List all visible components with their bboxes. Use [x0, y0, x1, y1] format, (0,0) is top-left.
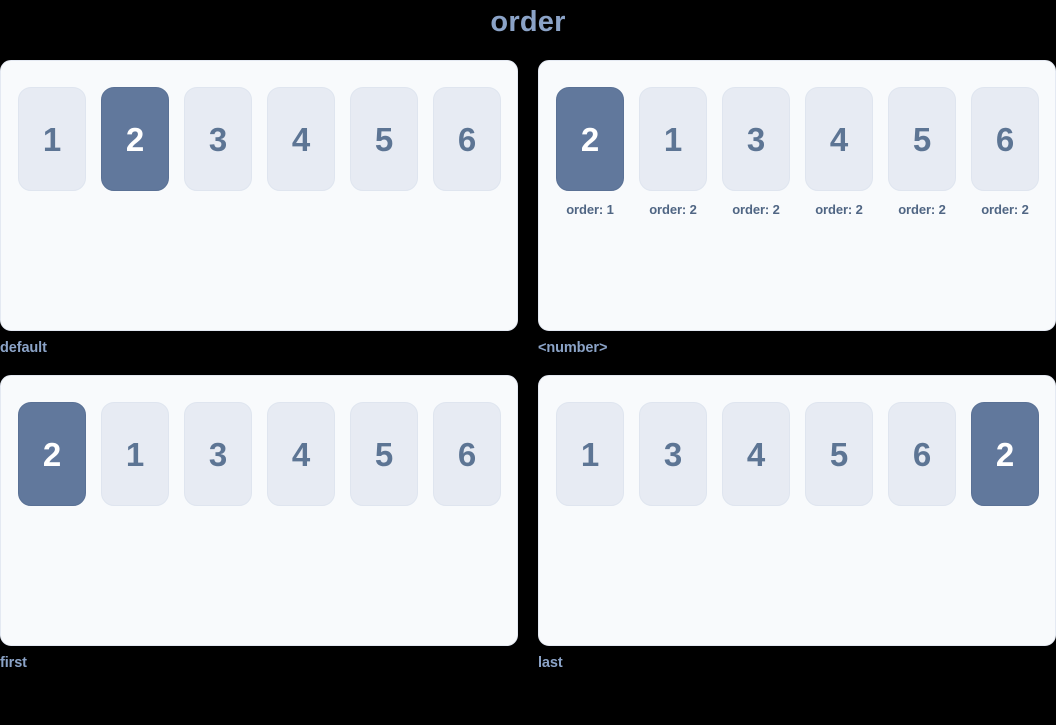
list-item: 3 order: 2	[722, 87, 790, 217]
flex-item-box[interactable]: 3	[184, 87, 252, 191]
item-order-caption: order: 1	[566, 202, 614, 217]
flex-item-box[interactable]: 1	[101, 402, 169, 506]
flex-items-row: 1 3 4 5 6 2	[539, 402, 1055, 506]
flex-item-box[interactable]: 3	[722, 87, 790, 191]
flex-item-box[interactable]: 6	[433, 87, 501, 191]
list-item: 5	[805, 402, 873, 506]
list-item: 3	[184, 402, 252, 506]
flex-item-box[interactable]: 4	[267, 402, 335, 506]
list-item: 6 order: 2	[971, 87, 1039, 217]
flex-items-row: 1 2 3 4 5 6	[1, 87, 517, 191]
flex-item-box[interactable]: 5	[805, 402, 873, 506]
list-item: 5 order: 2	[888, 87, 956, 217]
flex-item-box[interactable]: 6	[971, 87, 1039, 191]
demo-cell-number: 2 order: 1 1 order: 2 3 order: 2 4 order…	[538, 60, 1056, 357]
list-item: 4	[267, 402, 335, 506]
item-order-caption: order: 2	[898, 202, 946, 217]
list-item: 1	[18, 87, 86, 191]
demo-cell-first: 2 1 3 4 5 6	[0, 375, 518, 672]
list-item: 3	[639, 402, 707, 506]
flex-item-box[interactable]: 2	[101, 87, 169, 191]
demo-grid: 1 2 3 4 5 6	[0, 60, 1056, 680]
panel-label: first	[0, 655, 27, 671]
item-order-caption: order: 2	[649, 202, 697, 217]
flex-item-box[interactable]: 1	[556, 402, 624, 506]
demo-cell-default: 1 2 3 4 5 6	[0, 60, 518, 357]
list-item: 2 order: 1	[556, 87, 624, 217]
flex-item-box[interactable]: 4	[722, 402, 790, 506]
flex-items-row: 2 1 3 4 5 6	[1, 402, 517, 506]
list-item: 3	[184, 87, 252, 191]
page-title: order	[490, 6, 566, 38]
list-item: 5	[350, 87, 418, 191]
flex-item-box[interactable]: 3	[639, 402, 707, 506]
flex-container-last: 1 3 4 5 6 2	[538, 375, 1056, 646]
list-item: 6	[433, 87, 501, 191]
flex-item-box[interactable]: 1	[18, 87, 86, 191]
item-order-caption: order: 2	[981, 202, 1029, 217]
item-order-caption: order: 2	[815, 202, 863, 217]
flex-item-box[interactable]: 4	[267, 87, 335, 191]
flex-item-box[interactable]: 6	[888, 402, 956, 506]
item-order-caption: order: 2	[732, 202, 780, 217]
flex-container-first: 2 1 3 4 5 6	[0, 375, 518, 646]
flex-item-box[interactable]: 3	[184, 402, 252, 506]
list-item: 1	[101, 402, 169, 506]
list-item: 4 order: 2	[805, 87, 873, 217]
list-item: 1 order: 2	[639, 87, 707, 217]
list-item: 6	[433, 402, 501, 506]
flex-item-box[interactable]: 1	[639, 87, 707, 191]
list-item: 2	[101, 87, 169, 191]
panel-label: default	[0, 340, 47, 356]
flex-item-box[interactable]: 2	[18, 402, 86, 506]
flex-container-number: 2 order: 1 1 order: 2 3 order: 2 4 order…	[538, 60, 1056, 331]
flex-items-row: 2 order: 1 1 order: 2 3 order: 2 4 order…	[539, 87, 1055, 217]
list-item: 2	[971, 402, 1039, 506]
flex-item-box[interactable]: 5	[350, 402, 418, 506]
flex-item-box[interactable]: 6	[433, 402, 501, 506]
flex-item-box[interactable]: 2	[556, 87, 624, 191]
panel-label: last	[538, 655, 563, 671]
list-item: 4	[267, 87, 335, 191]
flex-item-box[interactable]: 5	[888, 87, 956, 191]
flex-container-default: 1 2 3 4 5 6	[0, 60, 518, 331]
list-item: 5	[350, 402, 418, 506]
list-item: 1	[556, 402, 624, 506]
list-item: 2	[18, 402, 86, 506]
list-item: 4	[722, 402, 790, 506]
flex-item-box[interactable]: 2	[971, 402, 1039, 506]
list-item: 6	[888, 402, 956, 506]
demo-cell-last: 1 3 4 5 6 2	[538, 375, 1056, 672]
flex-item-box[interactable]: 4	[805, 87, 873, 191]
panel-label: <number>	[538, 340, 608, 356]
flex-item-box[interactable]: 5	[350, 87, 418, 191]
